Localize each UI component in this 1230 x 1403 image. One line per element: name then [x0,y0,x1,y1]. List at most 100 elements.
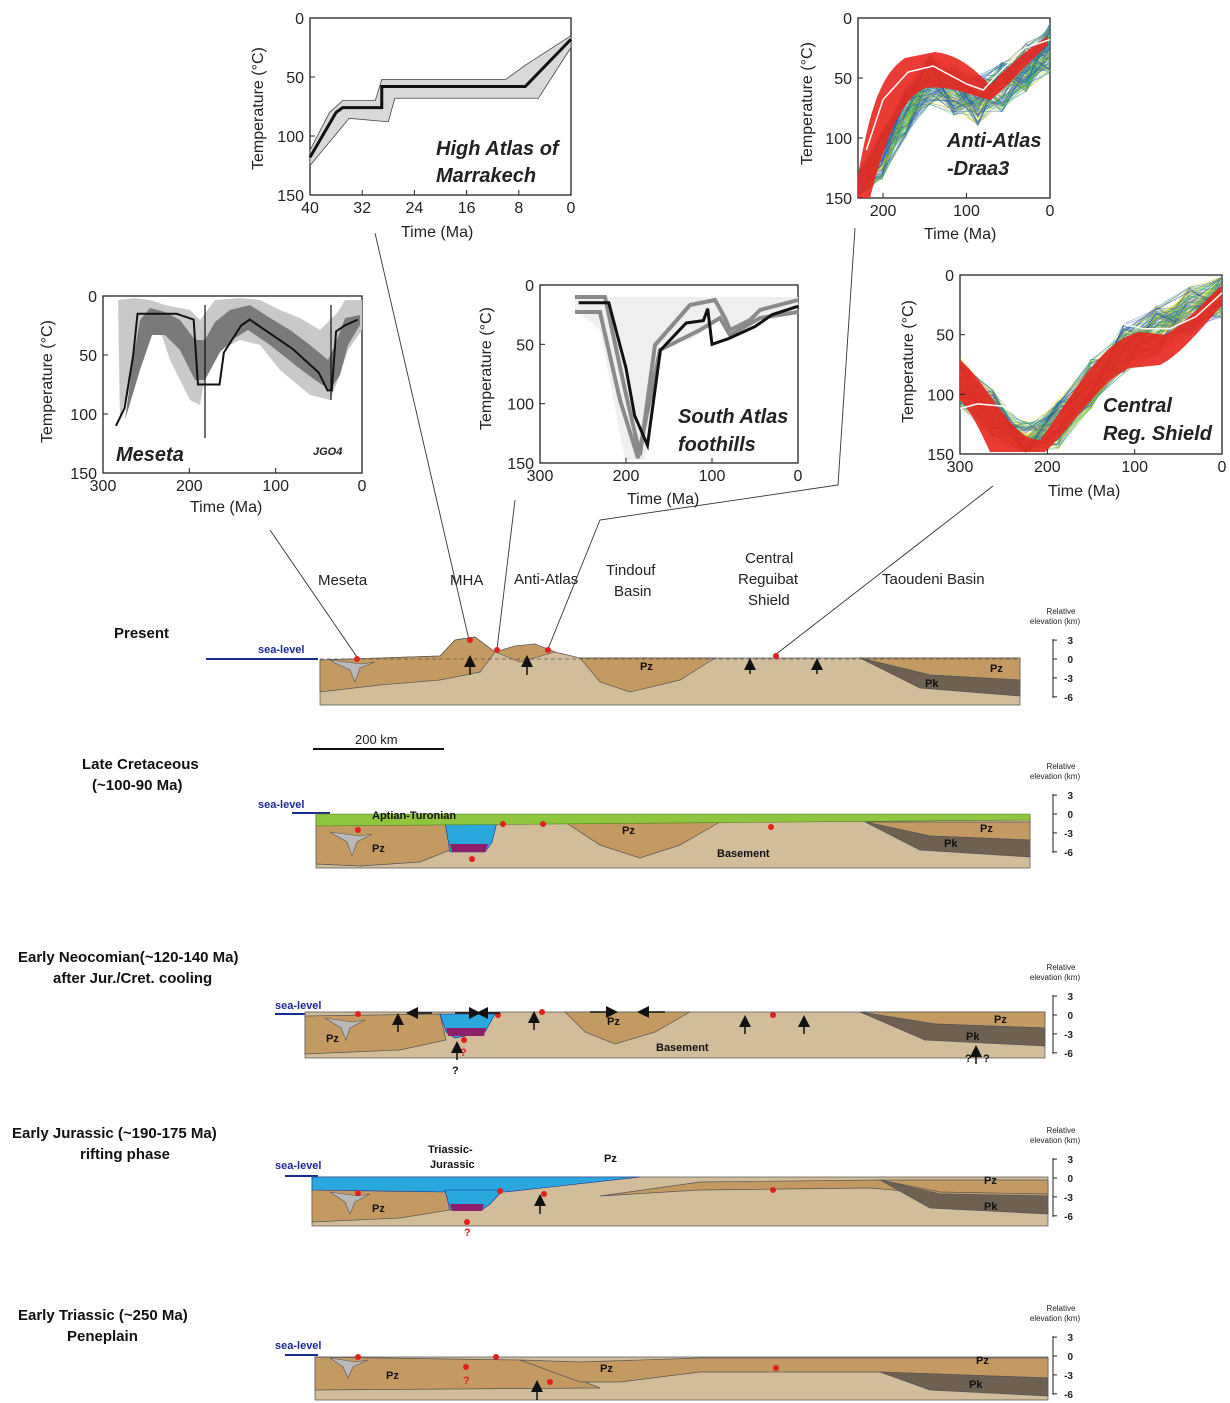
x-tick-label: 100 [262,478,289,495]
x-tick-label: 0 [567,200,576,217]
sea-level-label-jurassic: sea-level [275,1160,321,1172]
jurassic-pz-1: Pz [372,1203,385,1215]
south-atlas-xlabel: Time (Ma) [627,491,699,508]
elevation-axis-title: Relative [1047,1304,1076,1313]
elevation-axis-title: elevation (km) [1030,617,1081,626]
x-tick-label: 100 [1121,459,1148,476]
elevation-tick-label: -3 [1064,829,1073,840]
central-shield-title-1: Central [1103,395,1172,417]
elevation-axis-title: elevation (km) [1030,1314,1081,1323]
connector-lines [269,227,994,658]
elevation-tick-label: 3 [1067,791,1073,802]
elevation-axis-title: elevation (km) [1030,1136,1081,1145]
anti-atlas-best-path [865,38,1051,151]
anti-atlas-title-1: Anti-Atlas [946,130,1041,152]
x-tick-label: 40 [301,200,319,217]
present-pz-1: Pz [640,661,653,673]
sea-level-label-neocomian: sea-level [275,1000,321,1012]
elevation-tick-label: -3 [1064,674,1073,685]
x-tick-label: 200 [870,203,897,220]
scale-bar-label: 200 km [355,732,398,747]
region-label-meseta: Meseta [318,572,368,589]
x-tick-label: 0 [358,478,367,495]
y-tick-label: 50 [79,348,97,365]
elevation-tick-label: 3 [1067,1333,1073,1344]
y-tick-label: 0 [525,278,534,295]
triassic-question: ? [463,1375,470,1387]
y-tick-label: 50 [516,337,534,354]
present-pk: Pk [925,678,939,690]
stage-triassic-1: Early Triassic (~250 Ma) [18,1307,188,1324]
elevation-tick-label: 0 [1067,810,1073,821]
elevation-tick-label: 0 [1067,1352,1073,1363]
x-tick-label: 100 [699,468,726,485]
jurassic-pz-2: Pz [984,1175,997,1187]
x-tick-label: 300 [947,459,974,476]
south-atlas-title-1: South Atlas [678,406,788,428]
stage-jurassic-2: rifting phase [80,1146,170,1163]
neocomian-question-4: ? [983,1053,990,1065]
anti-atlas-xlabel: Time (Ma) [924,226,996,243]
neocomian-pk: Pk [966,1031,980,1043]
stage-jurassic-1: Early Jurassic (~190-175 Ma) [12,1125,217,1142]
y-tick-label: 150 [825,191,852,208]
central-shield-xlabel: Time (Ma) [1048,483,1120,500]
south-atlas-best-path [578,301,799,451]
region-label-taoudeni: Taoudeni Basin [882,571,985,588]
region-label-tindouf-2: Basin [614,583,652,600]
jurassic-pz-top: Pz [604,1153,617,1165]
y-tick-label: 50 [936,328,954,345]
stage-triassic-2: Peneplain [67,1328,138,1345]
neocomian-question-2: ? [460,1047,467,1059]
elevation-tick-label: -3 [1064,1371,1073,1382]
y-tick-label: 150 [277,188,304,205]
x-tick-label: 0 [794,468,803,485]
elevation-tick-label: -6 [1064,1212,1073,1223]
jurassic-pk: Pk [984,1201,998,1213]
triassic-pk: Pk [969,1379,983,1391]
elevation-tick-label: -3 [1064,1030,1073,1041]
y-tick-label: 150 [927,447,954,464]
section-present: Present sea-level Pz Pz Pk [114,625,1021,706]
cretaceous-pk: Pk [944,838,958,850]
south-atlas-title-2: foothills [678,434,756,456]
meseta-xlabel: Time (Ma) [190,499,262,516]
central-shield-ylabel: Temperature (°C) [900,300,917,423]
stage-late-cretaceous-1: Late Cretaceous [82,756,199,773]
sea-level-label-cretaceous: sea-level [258,799,304,811]
y-tick-label: 50 [834,71,852,88]
region-labels: Meseta MHA Anti-Atlas Tindouf Basin Cent… [318,550,985,609]
cretaceous-pz-1: Pz [372,843,385,855]
central-shield-title-2: Reg. Shield [1103,423,1213,445]
cretaceous-basement: Basement [717,848,770,860]
x-tick-label: 200 [1034,459,1061,476]
elevation-axis-title: Relative [1047,607,1076,616]
elevation-tick-label: -6 [1064,1390,1073,1401]
stage-present-label: Present [114,625,169,642]
y-tick-label: 100 [825,131,852,148]
neocomian-pz-2: Pz [607,1016,620,1028]
cretaceous-aptian-label: Aptian-Turonian [372,810,456,822]
elevation-tick-label: -6 [1064,693,1073,704]
meseta-title: Meseta [116,444,184,466]
neocomian-basement: Basement [656,1042,709,1054]
y-tick-label: 100 [70,407,97,424]
elevation-axis-title: Relative [1047,1126,1076,1135]
high-atlas-xlabel: Time (Ma) [401,224,473,241]
region-label-reguibat-2: Reguibat [738,571,799,588]
elevation-tick-label: -6 [1064,848,1073,859]
section-early-triassic: Early Triassic (~250 Ma) Peneplain sea-l… [18,1307,1049,1401]
x-tick-label: 32 [353,200,371,217]
x-tick-label: 0 [1046,203,1055,220]
elevation-tick-label: 3 [1067,636,1073,647]
section-early-jurassic: Early Jurassic (~190-175 Ma) rifting pha… [12,1125,1049,1239]
section-late-cretaceous: Late Cretaceous (~100-90 Ma) sea-level A… [82,756,1031,869]
stage-neocomian-2: after Jur./Cret. cooling [53,970,212,987]
sea-level-label-present: sea-level [258,644,304,656]
y-tick-label: 50 [286,70,304,87]
anti-atlas-title-2: -Draa3 [947,158,1009,180]
